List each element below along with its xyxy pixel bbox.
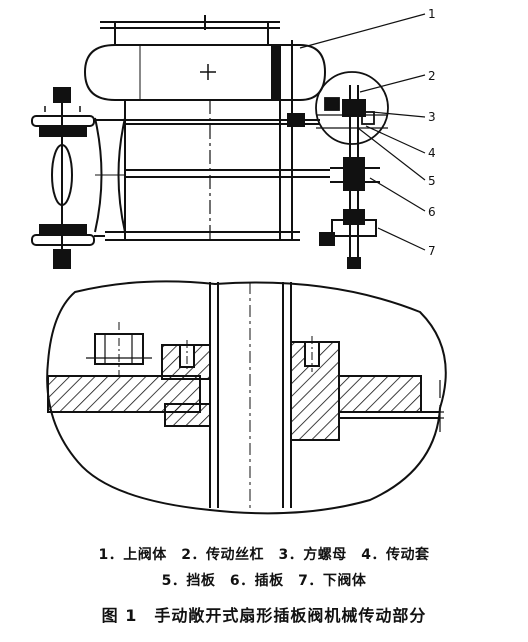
callout-leaders (299, 13, 426, 251)
legend-line-2: 5．挡板 6．插板 7．下阀体 (161, 573, 367, 589)
callout-3: 3 (428, 110, 436, 124)
connecting-rods (94, 113, 335, 246)
figure-caption: 图 1 手动敞开式扇形插板阀机械传动部分 (101, 606, 427, 625)
left-bolt (86, 322, 152, 376)
detail-circle (315, 71, 389, 145)
callout-labels: 1 2 3 4 5 6 7 (428, 7, 436, 258)
callout-7: 7 (428, 244, 436, 258)
valve-drawing: 1 2 3 4 5 6 7 (31, 7, 447, 515)
assembly-view (31, 13, 426, 269)
hourglass-frame (94, 117, 126, 233)
right-sleeve (290, 336, 340, 441)
thickness-dimension (436, 380, 444, 432)
callout-4: 4 (428, 146, 436, 160)
center-stem (209, 282, 292, 508)
callout-1: 1 (428, 7, 436, 21)
housing-walls (105, 40, 330, 241)
right-hatched-plate (338, 375, 422, 413)
upper-valve-body (83, 44, 327, 101)
detail-outline (46, 280, 447, 515)
left-sleeve (161, 340, 211, 380)
top-plate (100, 15, 280, 45)
legend-line-1: 1．上阀体 2．传动丝杠 3．方螺母 4．传动套 (98, 547, 430, 563)
callout-5: 5 (428, 174, 436, 188)
callout-6: 6 (428, 205, 436, 219)
detail-view (46, 280, 447, 515)
callout-2: 2 (428, 69, 436, 83)
handwheel-shaft (31, 87, 95, 269)
